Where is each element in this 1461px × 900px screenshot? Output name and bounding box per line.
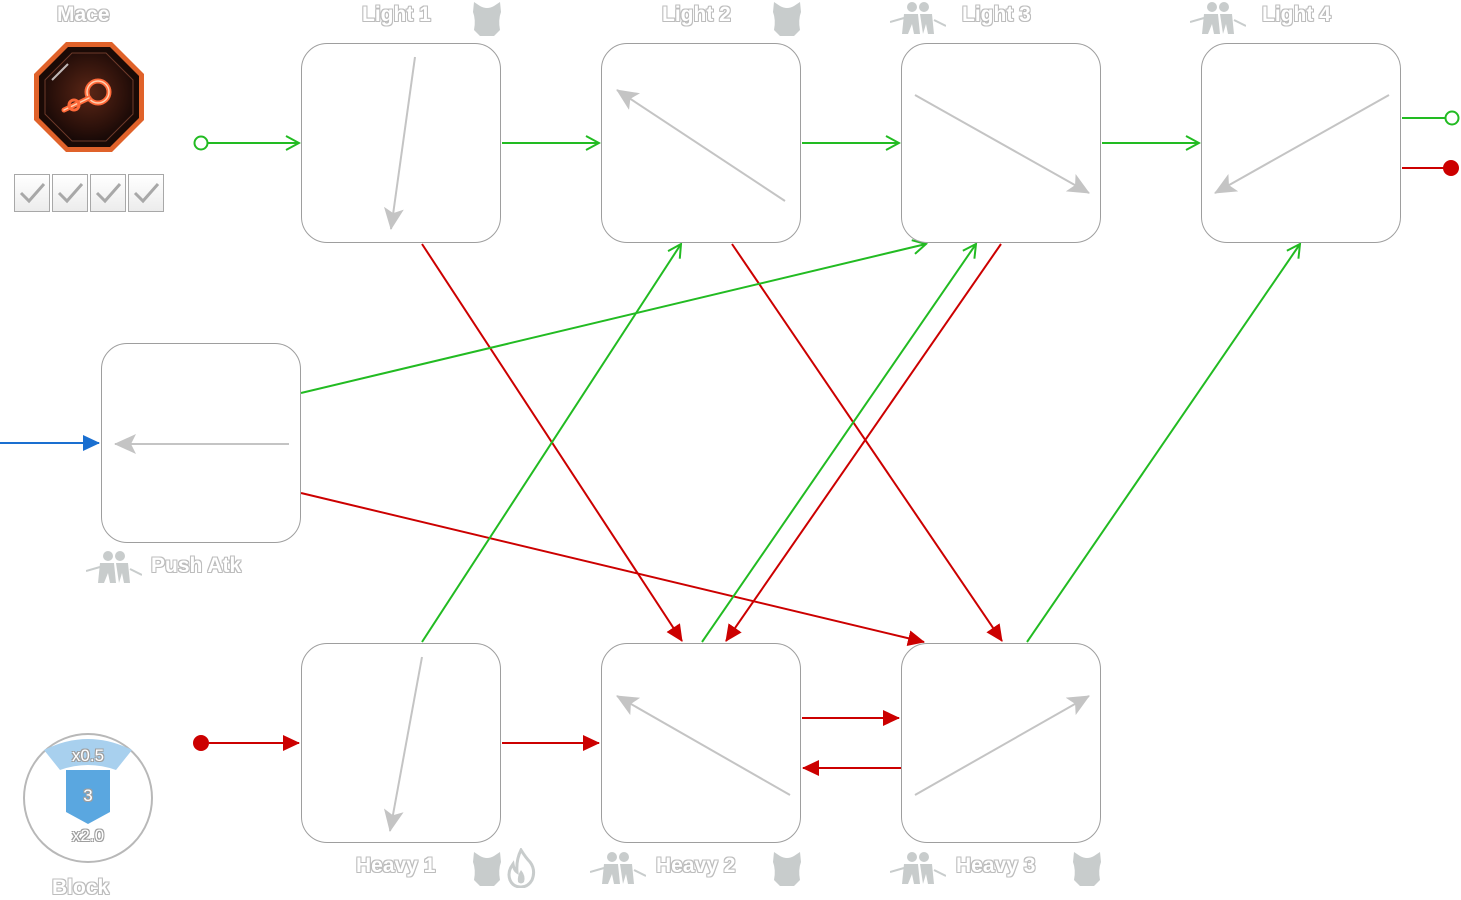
node-heavy1[interactable] <box>301 643 501 843</box>
block-count: 3 <box>58 786 118 806</box>
check-icon <box>14 174 50 212</box>
heavy-entry-marker <box>193 735 209 751</box>
link-push-heavy3 <box>301 493 924 642</box>
swing-direction-arrow <box>915 696 1089 795</box>
node-label-heavy1: Heavy 1 <box>356 854 435 878</box>
swing-direction-arrow <box>915 95 1089 193</box>
armor-icon <box>770 0 804 38</box>
armor-icon <box>470 850 504 888</box>
armor-icon <box>770 850 804 888</box>
fire-icon <box>504 848 538 888</box>
block-label: Block <box>52 876 109 900</box>
swing-direction-arrow <box>390 657 422 831</box>
link-light2-heavy3 <box>732 244 1002 641</box>
block-bottom-value: x2.0 <box>58 826 118 846</box>
push-icon <box>1190 0 1246 38</box>
node-heavy3[interactable] <box>901 643 1101 843</box>
mace-weapon-icon <box>32 40 146 154</box>
push-icon <box>86 549 142 587</box>
node-light4[interactable] <box>1201 43 1401 243</box>
weapon-name: Mace <box>57 3 110 27</box>
swing-direction-arrow <box>1215 95 1389 193</box>
node-label-heavy2: Heavy 2 <box>656 854 735 878</box>
light-exit-marker <box>1446 112 1459 125</box>
armor-icon <box>470 0 504 38</box>
light-entry-marker <box>195 137 208 150</box>
swing-direction-arrow <box>391 57 415 229</box>
node-label-push: Push Atk <box>151 554 241 578</box>
check-icon <box>90 174 126 212</box>
link-light3-heavy2 <box>726 244 1001 641</box>
node-label-light1: Light 1 <box>362 3 431 27</box>
node-label-light3: Light 3 <box>962 3 1031 27</box>
link-push-light3 <box>301 244 926 393</box>
node-light3[interactable] <box>901 43 1101 243</box>
push-icon <box>890 850 946 888</box>
link-heavy2-light3 <box>702 244 976 642</box>
swing-direction-arrow <box>617 696 790 795</box>
push-icon <box>590 850 646 888</box>
check-icon <box>128 174 164 212</box>
push-icon <box>890 0 946 38</box>
check-icon <box>52 174 88 212</box>
node-light1[interactable] <box>301 43 501 243</box>
node-heavy2[interactable] <box>601 643 801 843</box>
block-top-value: x0.5 <box>58 746 118 766</box>
node-push[interactable] <box>101 343 301 543</box>
armor-icon <box>1070 850 1104 888</box>
heavy-exit-marker <box>1443 160 1459 176</box>
node-label-heavy3: Heavy 3 <box>956 854 1035 878</box>
node-light2[interactable] <box>601 43 801 243</box>
upgrade-checklist <box>14 174 164 212</box>
link-heavy3-light4 <box>1027 244 1300 642</box>
swing-direction-arrow <box>617 90 785 201</box>
node-label-light2: Light 2 <box>662 3 731 27</box>
node-label-light4: Light 4 <box>1262 3 1331 27</box>
